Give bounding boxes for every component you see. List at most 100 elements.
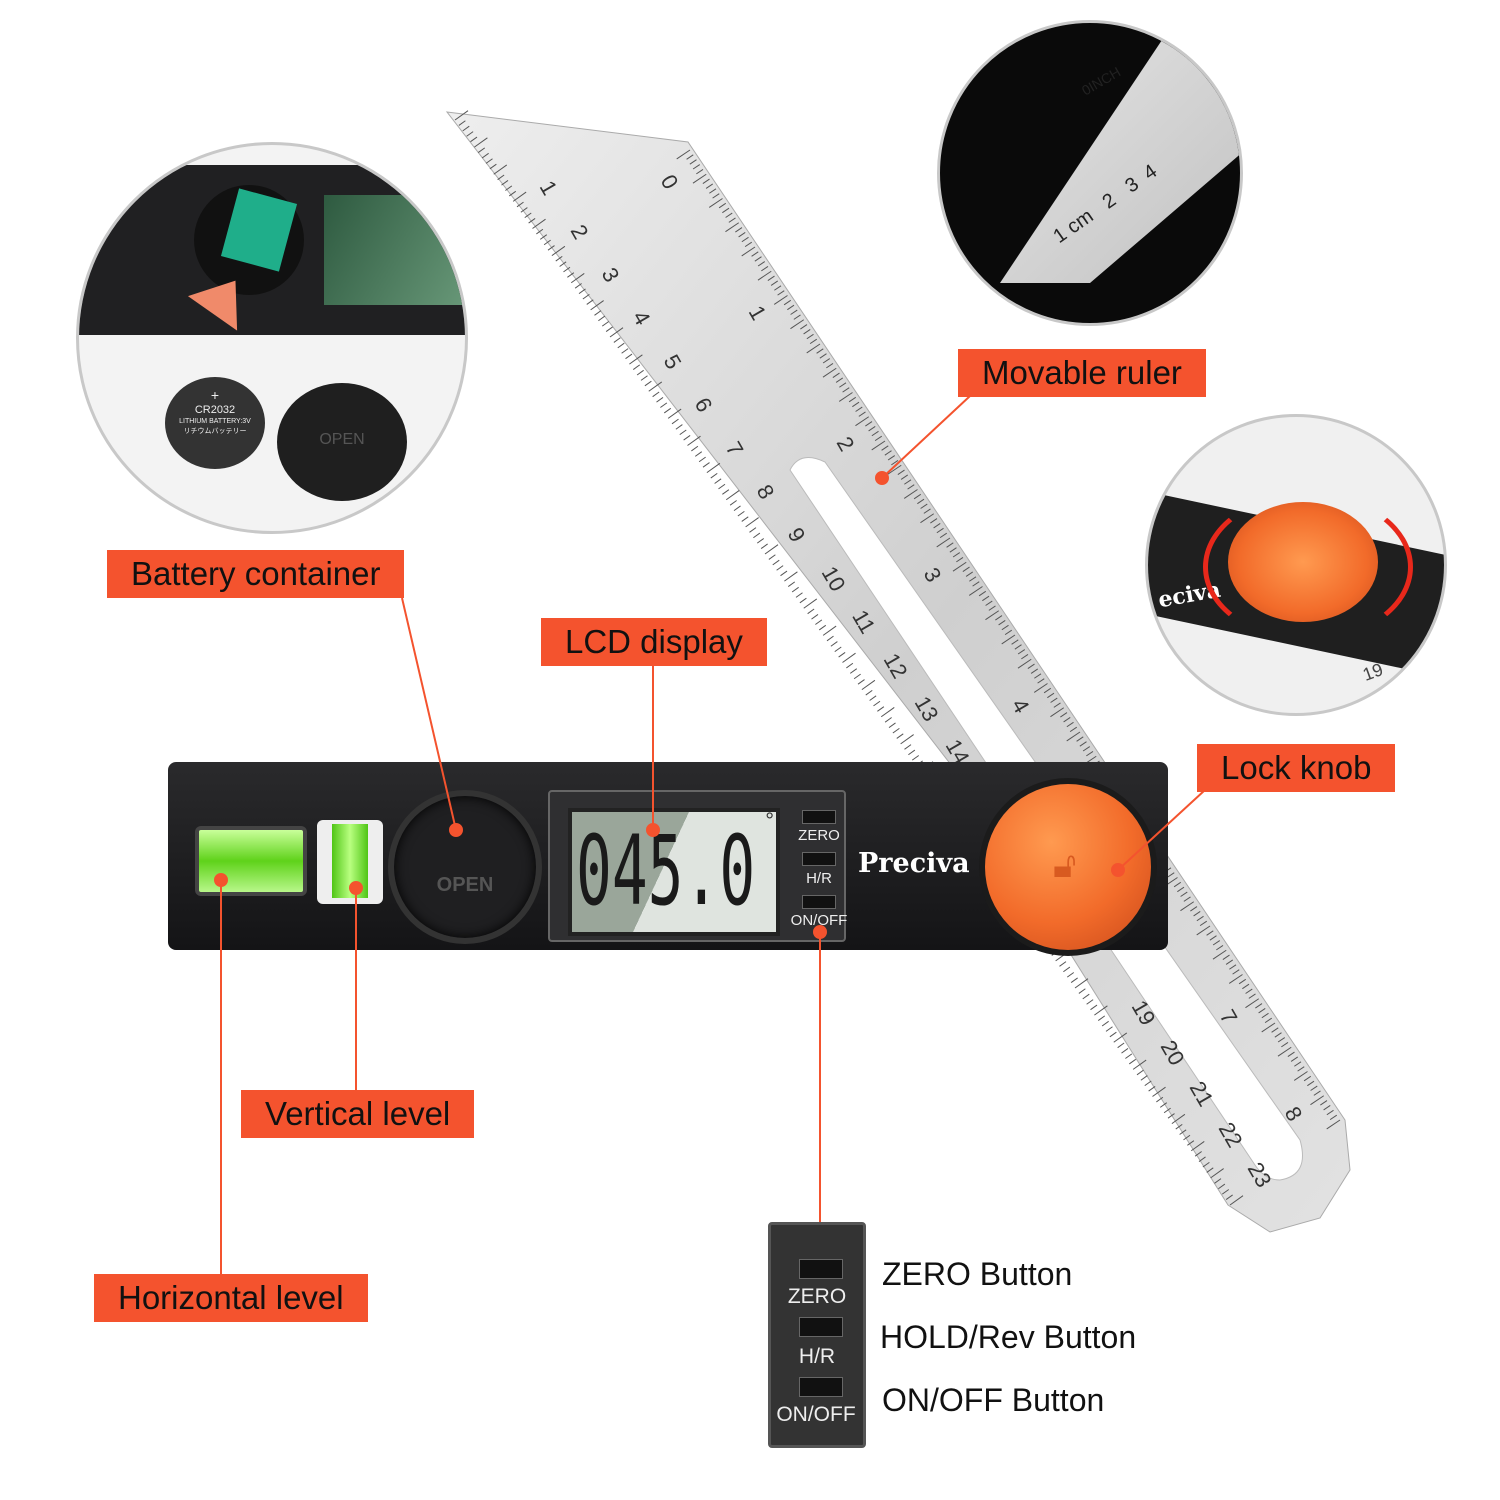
lock-icon: 🔓︎ bbox=[1053, 844, 1077, 885]
coin-battery: + CR2032 LITHIUM BATTERY:3V リチウムバッテリー bbox=[165, 377, 265, 469]
ruler-tick bbox=[868, 426, 876, 432]
ruler-tick bbox=[671, 418, 679, 425]
ruler-tick bbox=[675, 424, 683, 430]
ruler-tick bbox=[754, 256, 762, 262]
ruler-tick bbox=[686, 154, 694, 160]
ruler-tick bbox=[640, 375, 648, 381]
ruler-tick bbox=[1171, 1113, 1186, 1125]
ruler-tick bbox=[1323, 1105, 1331, 1111]
lcd-display: 045.0 ° bbox=[568, 808, 780, 936]
hold-rev-button[interactable] bbox=[802, 852, 836, 866]
ruler-tick bbox=[773, 295, 788, 305]
ruler-tick bbox=[946, 542, 954, 548]
ruler-tick bbox=[1190, 1141, 1205, 1152]
ruler-tick bbox=[1222, 954, 1230, 960]
ruler-tick bbox=[956, 556, 964, 563]
ruler-tick bbox=[1209, 935, 1217, 941]
ruler-tick bbox=[1076, 736, 1084, 742]
label-lock-knob: Lock knob bbox=[1197, 744, 1396, 792]
ruler-tick bbox=[1066, 972, 1075, 978]
battery-cover[interactable]: OPEN bbox=[388, 790, 542, 944]
ruler-tick bbox=[985, 610, 1000, 621]
ruler-tick bbox=[1140, 1075, 1148, 1081]
ruler-tick bbox=[985, 600, 993, 606]
on-off-button[interactable] bbox=[802, 895, 836, 909]
ruler-tick bbox=[1202, 1161, 1210, 1168]
ruler-tick bbox=[660, 402, 668, 408]
ruler-tick bbox=[1261, 1022, 1276, 1033]
ruler-tick bbox=[917, 498, 925, 505]
ruler-tick bbox=[708, 198, 723, 208]
ruler-tick bbox=[551, 245, 566, 257]
ruler-tick bbox=[865, 421, 873, 427]
ruler-tick bbox=[698, 456, 706, 463]
ruler-tick bbox=[888, 722, 896, 729]
ruler-tick bbox=[1117, 1042, 1125, 1049]
label-battery-container: Battery container bbox=[107, 550, 405, 598]
ruler-tick bbox=[907, 484, 915, 490]
ruler-tick bbox=[760, 543, 768, 549]
ruler-tick bbox=[1059, 961, 1067, 967]
ruler-tick bbox=[1255, 1003, 1263, 1009]
ruler-tick bbox=[741, 246, 756, 257]
battery-cover-text: OPEN bbox=[436, 874, 494, 896]
label-vertical-level: Vertical level bbox=[241, 1090, 475, 1138]
ruler-tick bbox=[751, 251, 759, 257]
battery-plus: + bbox=[210, 387, 220, 403]
ruler-tick bbox=[972, 581, 980, 587]
ruler-tick bbox=[1050, 697, 1058, 703]
ruler-tick bbox=[543, 239, 551, 246]
ruler-tick bbox=[1214, 1178, 1222, 1184]
ruler-tick bbox=[663, 407, 672, 414]
ruler-tick bbox=[803, 329, 811, 335]
ruler-tick bbox=[774, 285, 782, 291]
ruler-tick bbox=[722, 207, 730, 214]
ruler-tick bbox=[842, 652, 856, 663]
ruler-tick bbox=[725, 212, 733, 218]
ruler-tick bbox=[1121, 1048, 1129, 1054]
ruler-tick bbox=[1156, 1096, 1164, 1103]
lock-knob[interactable]: 🔓︎ bbox=[985, 784, 1151, 950]
ruler-tick bbox=[1001, 634, 1016, 645]
ruler-tick bbox=[1287, 1051, 1295, 1057]
ruler-tick bbox=[849, 668, 858, 674]
ruler-tick bbox=[780, 570, 788, 577]
ruler-tick bbox=[625, 353, 633, 360]
ruler-tick bbox=[489, 163, 497, 170]
battery-type: LITHIUM BATTERY:3V bbox=[179, 418, 251, 425]
ruler-tick bbox=[1113, 1032, 1128, 1043]
ruler-tick bbox=[770, 280, 779, 286]
ruler-tick bbox=[613, 337, 621, 343]
ruler-tick bbox=[1152, 1086, 1166, 1097]
ruler-tick bbox=[714, 478, 722, 484]
ruler-tick bbox=[799, 597, 807, 604]
ruler-tick bbox=[936, 537, 951, 548]
ruler-tick bbox=[923, 508, 931, 514]
ruler-tick bbox=[1216, 944, 1224, 951]
ruler-tick bbox=[1090, 1004, 1098, 1011]
ruler-tick bbox=[601, 321, 610, 327]
ruler-tick bbox=[1274, 1032, 1282, 1038]
zero-button[interactable] bbox=[802, 810, 836, 824]
ruler-tick bbox=[1078, 988, 1086, 994]
ruler-tick bbox=[818, 624, 827, 631]
ruler-tick bbox=[968, 586, 983, 596]
ruler-tick bbox=[1055, 951, 1069, 962]
ruler-tick bbox=[1086, 750, 1094, 757]
ruler-tick bbox=[1277, 1046, 1292, 1057]
ruler-tick bbox=[790, 309, 798, 315]
ruler-tick bbox=[692, 164, 701, 170]
ruler-tick bbox=[1293, 1071, 1308, 1081]
ruler-tick bbox=[1074, 978, 1089, 989]
ruler-tick bbox=[1148, 1086, 1156, 1092]
ruler-tick bbox=[505, 185, 513, 191]
ruler-tick bbox=[679, 429, 687, 436]
ruler-tick bbox=[1190, 906, 1198, 912]
ruler-tick bbox=[1060, 712, 1068, 718]
ruler-tick bbox=[1297, 1066, 1305, 1072]
ruler-tick bbox=[567, 272, 575, 278]
ruler-tick bbox=[783, 299, 792, 306]
ruler-tick bbox=[904, 479, 912, 485]
ruler-tick bbox=[555, 255, 563, 262]
ruler-tick bbox=[861, 679, 876, 691]
